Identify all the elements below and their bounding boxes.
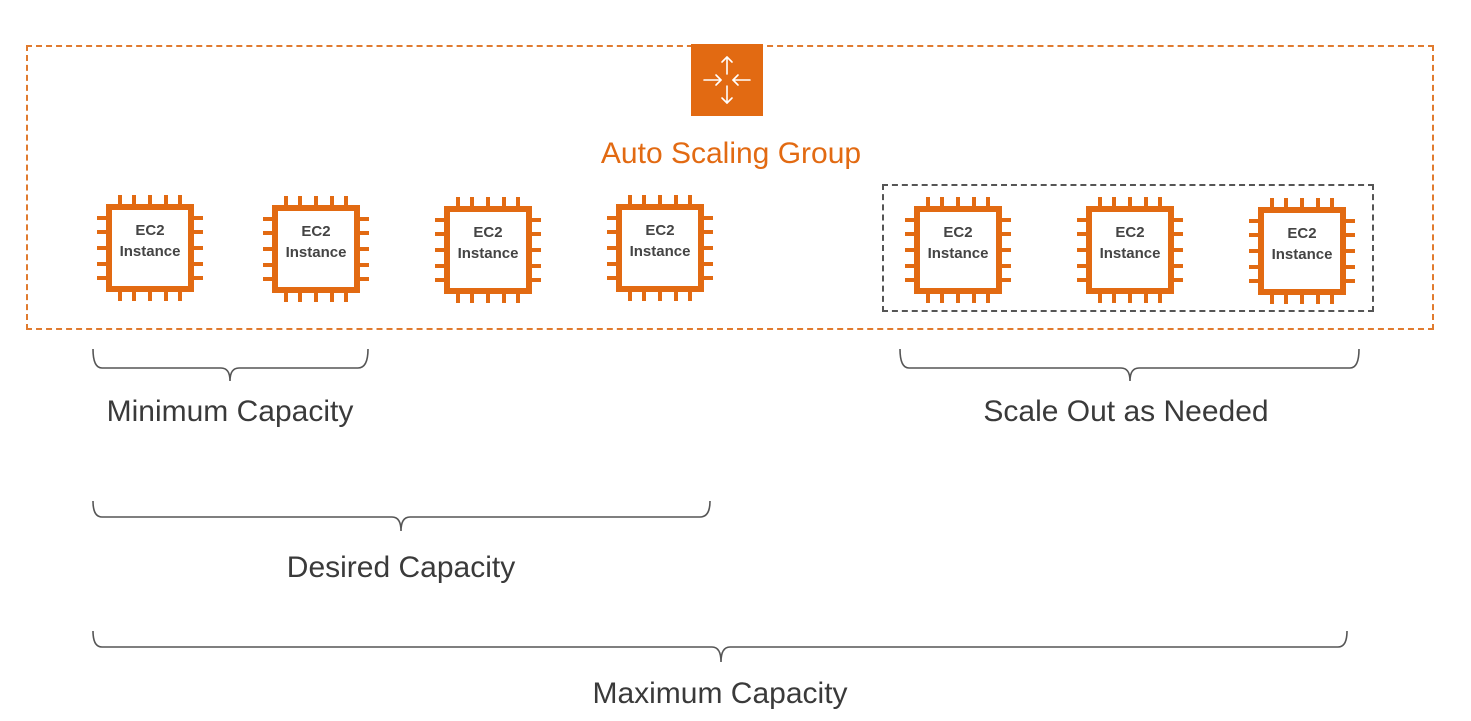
desired-capacity-label: Desired Capacity [286, 551, 516, 584]
minimum-capacity-bracket [92, 348, 369, 382]
desired-capacity-bracket [92, 500, 711, 532]
ec2-instance-label: EC2 Instance [280, 221, 352, 263]
ec2-instance-label-line1: EC2 [301, 223, 331, 240]
ec2-instance-label: EC2 Instance [1094, 222, 1166, 264]
ec2-chip-icon [263, 196, 369, 302]
ec2-instance: EC2 Instance [95, 193, 205, 303]
ec2-chip-icon [905, 197, 1011, 303]
auto-scaling-group-title: Auto Scaling Group [600, 137, 862, 170]
ec2-instance: EC2 Instance [433, 195, 543, 305]
ec2-instance-label-line2: Instance [927, 245, 989, 262]
ec2-chip-icon [1077, 197, 1183, 303]
ec2-chip-icon [97, 195, 203, 301]
ec2-instance-label: EC2 Instance [452, 222, 524, 264]
ec2-instance-label-line1: EC2 [1287, 225, 1317, 242]
ec2-instance-label-line2: Instance [629, 243, 691, 260]
scale-out-bracket [899, 348, 1360, 382]
scale-out-region [882, 184, 1374, 312]
maximum-capacity-label: Maximum Capacity [592, 677, 848, 710]
ec2-chip-icon [607, 195, 713, 301]
ec2-instance: EC2 Instance [903, 195, 1013, 305]
ec2-instance-label-line2: Instance [1099, 245, 1161, 262]
ec2-instance-label-line1: EC2 [943, 224, 973, 241]
ec2-instance-label: EC2 Instance [114, 220, 186, 262]
ec2-instance-label-line1: EC2 [135, 222, 165, 239]
ec2-instance: EC2 Instance [261, 194, 371, 304]
scale-out-label: Scale Out as Needed [983, 395, 1269, 428]
ec2-instance-label-line1: EC2 [645, 222, 675, 239]
ec2-instance-label-line1: EC2 [1115, 224, 1145, 241]
ec2-instance-label-line1: EC2 [473, 224, 503, 241]
minimum-capacity-label: Minimum Capacity [106, 395, 354, 428]
ec2-instance-label-line2: Instance [1271, 246, 1333, 263]
ec2-instance-label-line2: Instance [119, 243, 181, 260]
ec2-instance: EC2 Instance [1247, 196, 1357, 306]
ec2-chip-icon [435, 197, 541, 303]
ec2-instance-label: EC2 Instance [624, 220, 696, 262]
ec2-instance-label: EC2 Instance [922, 222, 994, 264]
ec2-instance: EC2 Instance [605, 193, 715, 303]
auto-scaling-icon [691, 44, 763, 116]
ec2-instance-label: EC2 Instance [1266, 223, 1338, 265]
ec2-instance-label-line2: Instance [457, 245, 519, 262]
maximum-capacity-bracket [92, 630, 1348, 663]
ec2-instance: EC2 Instance [1075, 195, 1185, 305]
ec2-chip-icon [1249, 198, 1355, 304]
ec2-instance-label-line2: Instance [285, 244, 347, 261]
